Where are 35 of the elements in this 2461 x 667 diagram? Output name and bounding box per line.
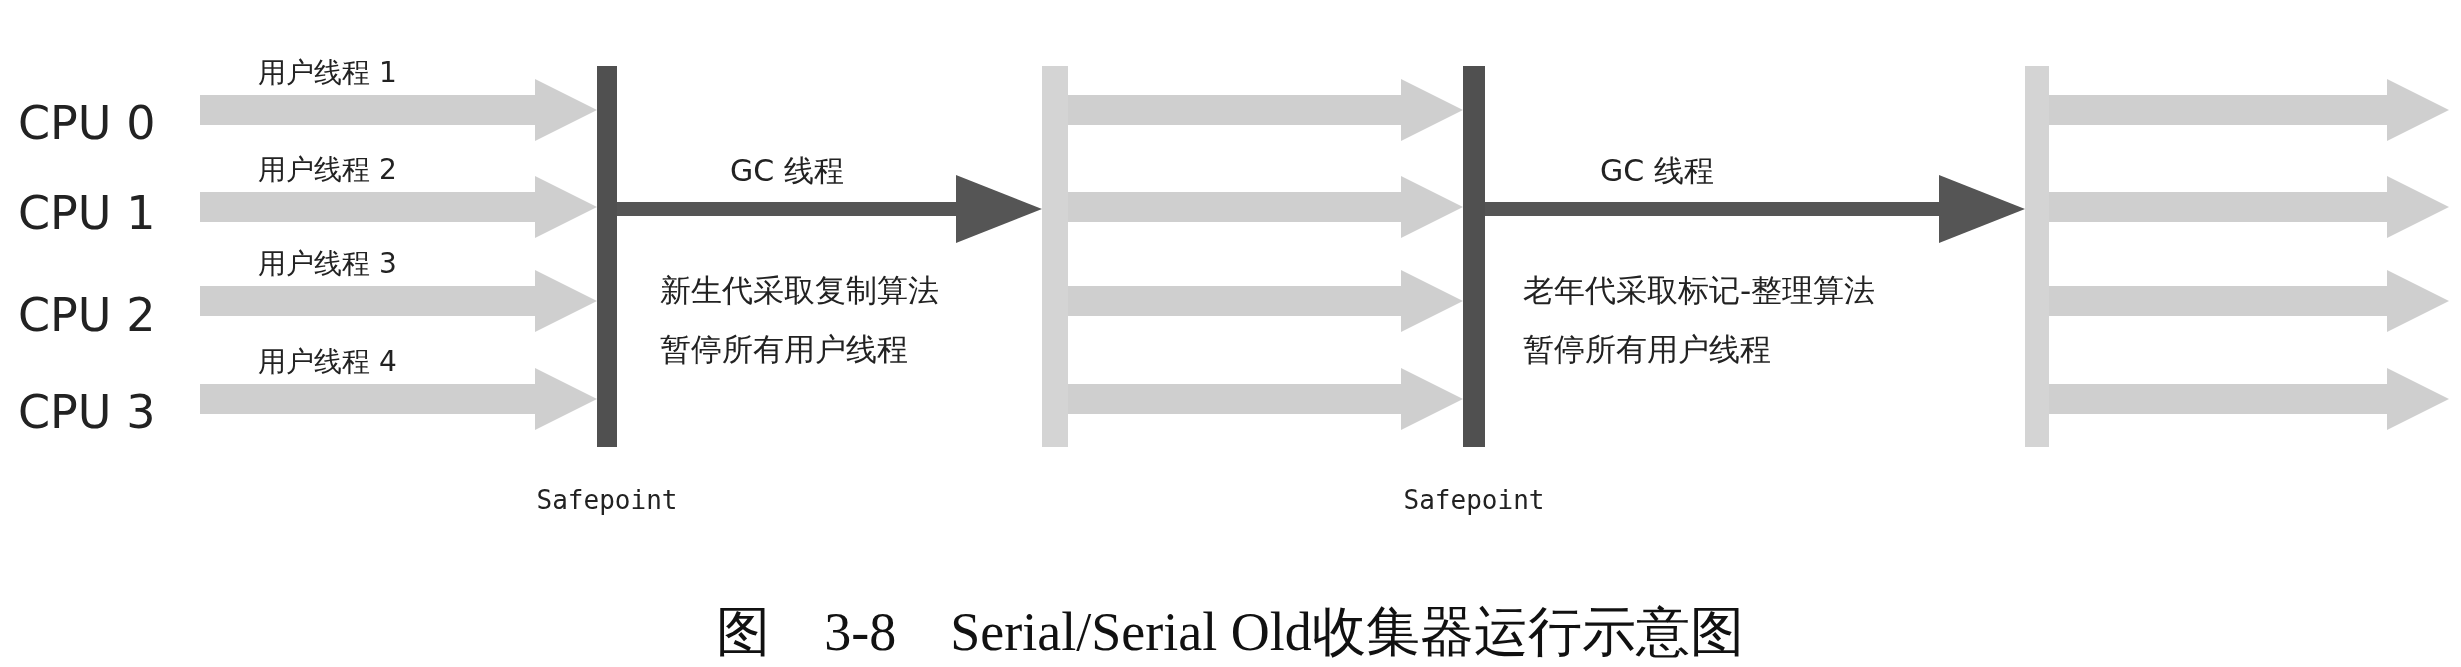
cpu-label: CPU 2: [18, 284, 156, 346]
thread-arrow: [2049, 368, 2449, 430]
safepoint-label: Safepoint: [1403, 485, 1545, 515]
thread-arrow: [1068, 79, 1463, 141]
edge-label: 用户线程 2: [258, 152, 397, 188]
thread-arrow: [1068, 368, 1463, 430]
edge-label: 用户线程 1: [258, 55, 397, 91]
gc-thread-arrow: [1485, 175, 2025, 243]
safepoint-bar: [2025, 66, 2049, 447]
gc-thread-arrow: [617, 175, 1042, 243]
thread-arrow: [200, 79, 597, 141]
thread-arrow: [200, 176, 597, 238]
note-text: 暂停所有用户线程: [660, 330, 908, 369]
safepoint-label: Safepoint: [536, 485, 678, 515]
edge-label: 用户线程 4: [258, 344, 397, 380]
edge-label: 用户线程 3: [258, 246, 397, 282]
safepoint-bar: [597, 66, 617, 447]
thread-arrow: [1068, 270, 1463, 332]
thread-arrow: [2049, 176, 2449, 238]
cpu-label: CPU 0: [18, 92, 156, 154]
cpu-label: CPU 3: [18, 381, 156, 443]
thread-arrow: [2049, 79, 2449, 141]
safepoint-bar: [1042, 66, 1068, 447]
thread-arrow: [200, 368, 597, 430]
edge-label: GC 线程: [1600, 152, 1714, 190]
thread-arrow: [1068, 176, 1463, 238]
thread-arrow: [2049, 270, 2449, 332]
note-text: 新生代采取复制算法: [660, 271, 939, 310]
figure-caption: 图 3-8 Serial/Serial Old收集器运行示意图: [716, 601, 1744, 664]
note-text: 老年代采取标记-整理算法: [1523, 271, 1876, 310]
thread-arrow: [200, 270, 597, 332]
safepoint-bar: [1463, 66, 1485, 447]
edge-label: GC 线程: [730, 152, 844, 190]
note-text: 暂停所有用户线程: [1523, 330, 1771, 369]
cpu-label: CPU 1: [18, 182, 156, 244]
